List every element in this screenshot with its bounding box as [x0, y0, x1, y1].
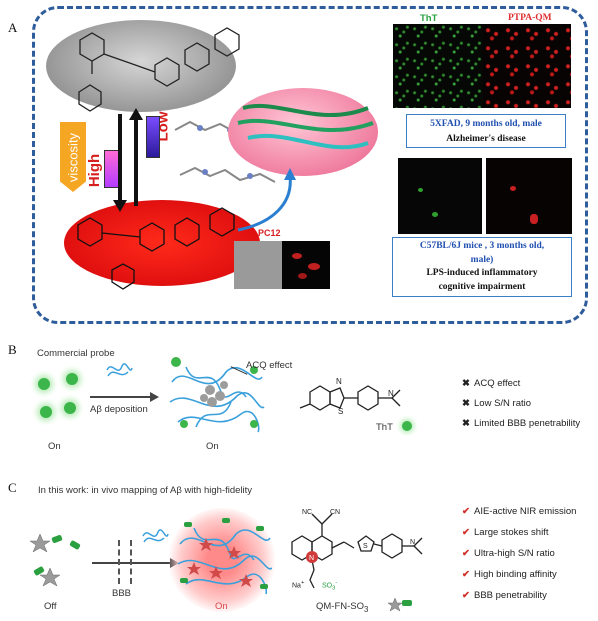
check-icon: ✔: [462, 527, 470, 538]
arrow-down: [118, 114, 122, 206]
high-label: High: [86, 153, 104, 188]
check-icon: ✔: [462, 506, 470, 517]
probe-icon: [387, 597, 412, 612]
brain-image: [228, 88, 378, 176]
ptpa-qm-structure-bottom: [77, 207, 235, 252]
green-dot: [64, 402, 76, 414]
abeta-small-icon: [106, 363, 133, 377]
svg-text:S: S: [363, 543, 368, 550]
panel-label-b: B: [8, 342, 17, 357]
abeta-small-icon-c: [142, 529, 169, 543]
viscosity-arrow: [60, 122, 86, 192]
svg-text:S: S: [338, 407, 343, 416]
svg-text:N: N: [336, 377, 342, 386]
cross-icon: ✖: [462, 378, 470, 389]
panel-c-bullets: ✔AIE-active NIR emission ✔Large stokes s…: [462, 506, 577, 601]
ptpa-qm-5xfad-image: [483, 24, 571, 108]
svg-text:N: N: [309, 555, 314, 562]
svg-text:NC: NC: [302, 509, 312, 516]
sulfonate-label: SO3-: [322, 580, 338, 592]
cross-icon: ✖: [462, 418, 470, 429]
tht-structure: N S N: [299, 377, 401, 416]
pc12-fluorescence-image: [282, 241, 330, 289]
bbb-barrier: [118, 540, 132, 584]
on-label-c: On: [215, 601, 228, 612]
cross-icon: ✖: [462, 398, 470, 409]
off-probes: [30, 533, 81, 587]
on-label-left: On: [48, 441, 61, 452]
green-dot: [38, 378, 50, 390]
red-ellipse: [64, 200, 260, 286]
green-dot: [40, 406, 52, 418]
caption-c57bl: C57BL/6J mice , 3 months old, male) LPS-…: [392, 237, 572, 297]
ptpa-qm-lps-image: [486, 158, 572, 234]
curved-arrow: [237, 168, 296, 232]
pc12-label: PC12: [258, 228, 281, 238]
abeta-aggregate-tht: [169, 357, 265, 433]
acq-effect-label: ACQ effect: [246, 360, 293, 371]
ptpa-qm-structure-top: [79, 27, 240, 87]
tht-lps-image: [398, 158, 482, 234]
svg-text:CN: CN: [330, 509, 340, 516]
tht-5xfad-image: [393, 24, 483, 108]
sodium-label: Na+: [292, 580, 305, 590]
check-icon: ✔: [462, 590, 470, 601]
panel-label-c: C: [8, 480, 17, 495]
bbb-arrow: [92, 562, 172, 564]
tht-dot-icon: [402, 421, 412, 431]
viscosity-label: viscosity: [65, 132, 81, 183]
abeta-deposition-label: Aβ deposition: [90, 404, 148, 415]
tht-label: ThT: [376, 422, 393, 433]
tht-header: ThT: [420, 13, 438, 24]
protein-ribbon: [237, 103, 374, 150]
svg-text:N: N: [388, 389, 394, 398]
panel-a-frame: [32, 6, 588, 324]
green-dot: [66, 373, 78, 385]
abeta-aggregate-probe: [177, 518, 272, 595]
panel-c-title: In this work: in vivo mapping of Aβ with…: [38, 485, 253, 496]
ptpa-qm-header: PTPA-QM: [508, 13, 552, 23]
phenyl-ring-bottom: [111, 263, 135, 290]
check-icon: ✔: [462, 548, 470, 559]
panel-label-a: A: [8, 20, 18, 35]
panel-b-title: Commercial probe: [37, 348, 115, 359]
on-label-mid: On: [206, 441, 219, 452]
bbb-label: BBB: [112, 588, 132, 599]
phenyl-ring-top: [78, 84, 102, 112]
qm-fn-so3-structure: N NC CN S N: [291, 509, 423, 589]
svg-text:N: N: [410, 539, 415, 546]
vial-low: [146, 116, 160, 158]
off-label: Off: [44, 601, 57, 612]
probe-name-label: QM-FN-SO3: [316, 601, 369, 614]
pc12-brightfield-image: [234, 241, 282, 289]
check-icon: ✔: [462, 569, 470, 580]
deposition-arrow: [90, 396, 152, 398]
arrow-up: [134, 118, 138, 206]
caption-5xfad: 5XFAD, 9 months old, male Alzheimer's di…: [406, 114, 566, 148]
panel-b-bullets: ✖ACQ effect ✖Low S/N ratio ✖Limited BBB …: [462, 378, 581, 429]
